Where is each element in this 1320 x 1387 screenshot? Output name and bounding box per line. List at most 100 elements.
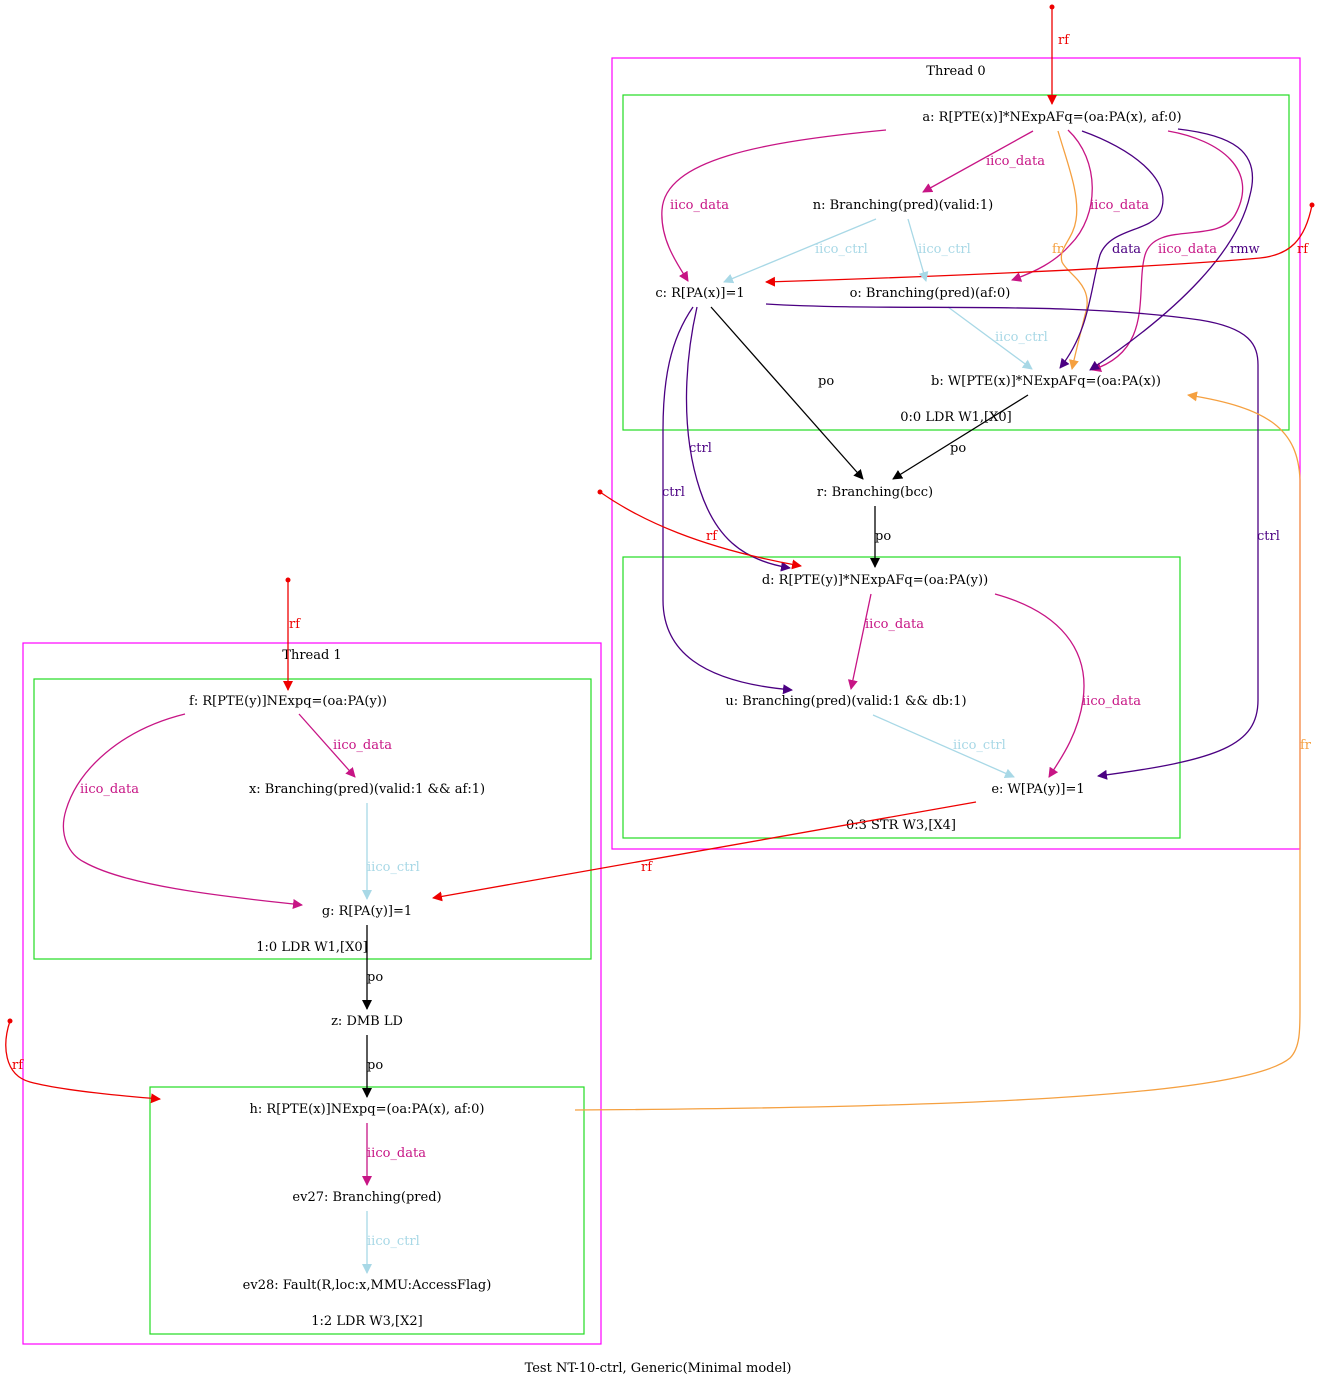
thread-0-label: Thread 0	[926, 64, 985, 79]
instr-0-3-border	[622, 556, 1181, 839]
edge-label: po	[367, 1058, 383, 1073]
event-u: u: Branching(pred)(valid:1 && db:1)	[725, 694, 966, 709]
edge-path	[922, 130, 1034, 193]
edge-label: fr	[1300, 738, 1312, 753]
edge-label: rf	[1297, 242, 1309, 257]
edge-label: iico_ctrl	[953, 738, 1006, 753]
edge-label: iico_ctrl	[918, 242, 971, 257]
edge-path	[892, 394, 1029, 480]
edge-label: rf	[1058, 33, 1070, 48]
edge-path	[298, 713, 356, 778]
thread-1-label: Thread 1	[282, 648, 341, 663]
edge-label: iico_data	[986, 154, 1045, 169]
edge-a-b-iico: iico_data	[1091, 130, 1244, 373]
edge-label: iico_data	[1082, 694, 1141, 709]
edge-label: po	[367, 970, 383, 985]
edge-init-d: rf	[599, 491, 802, 570]
edge-c-r: po	[710, 306, 864, 480]
edge-z-h: po	[362, 1035, 383, 1098]
edge-label: iico_data	[670, 198, 729, 213]
event-r: r: Branching(bcc)	[817, 485, 933, 500]
edge-a-o: iico_data	[1011, 129, 1149, 282]
edge-path	[685, 306, 791, 572]
edge-label: fr	[1052, 242, 1064, 257]
edge-h-b-fr: fr	[574, 391, 1312, 1111]
edge-x-g: iico_ctrl	[362, 803, 420, 900]
edge-path	[710, 306, 864, 480]
edge-g-z: po	[362, 925, 383, 1010]
edge-r-d: po	[870, 506, 891, 568]
instr-0-3-label: 0:3 STR W3,[X4]	[846, 818, 956, 833]
edge-c-u: ctrl	[662, 306, 793, 695]
cluster-instr-0-0: 0:0 LDR W1,[X0]	[622, 94, 1290, 431]
edge-path	[599, 491, 802, 570]
event-a: a: R[PTE(x)]*NExpAFq=(oa:PA(x), af:0)	[922, 110, 1181, 125]
edge-path	[432, 801, 977, 902]
edge-label: iico_data	[333, 738, 392, 753]
edge-init-a: rf	[1047, 7, 1070, 105]
edge-a-c: iico_data	[661, 129, 887, 282]
edge-label: iico_ctrl	[815, 242, 868, 257]
edges: rf iico_data iico_data iico_data fr data…	[5, 7, 1313, 1274]
diagram-title: Test NT-10-ctrl, Generic(Minimal model)	[525, 1361, 792, 1376]
event-z: z: DMB LD	[331, 1014, 403, 1029]
nodes: a: R[PTE(x)]*NExpAFq=(oa:PA(x), af:0) n:…	[189, 110, 1182, 1293]
edge-path	[661, 129, 887, 282]
edge-label: rf	[706, 529, 718, 544]
edge-label: iico_data	[1090, 198, 1149, 213]
edge-label: iico_ctrl	[367, 1234, 420, 1249]
edge-label: iico_ctrl	[367, 860, 420, 875]
initial-write-points	[7, 4, 1315, 1024]
event-ev27: ev27: Branching(pred)	[292, 1190, 441, 1205]
thread-1-border	[22, 642, 602, 1345]
edge-path	[662, 306, 793, 695]
edge-label: rf	[289, 617, 301, 632]
edge-label: ctrl	[1257, 529, 1280, 544]
edge-c-d: ctrl	[685, 306, 791, 572]
event-ev28: ev28: Fault(R,loc:x,MMU:AccessFlag)	[243, 1278, 492, 1293]
edge-label: data	[1112, 242, 1141, 257]
instr-1-0-border	[33, 678, 592, 960]
edge-path	[1091, 130, 1244, 373]
edge-path	[765, 303, 1259, 780]
edge-path	[872, 714, 1015, 778]
edge-label: iico_data	[367, 1146, 426, 1161]
edge-a-b-rmw: rmw	[1089, 128, 1260, 371]
edge-label: po	[875, 529, 891, 544]
edge-label: iico_data	[1158, 242, 1217, 257]
edge-f-x: iico_data	[298, 713, 392, 778]
edge-a-b-data: data	[1059, 130, 1164, 369]
edge-n-c: iico_ctrl	[723, 218, 877, 284]
edge-b-r: po	[892, 394, 1029, 480]
event-h: h: R[PTE(x)]NExpq=(oa:PA(x), af:0)	[250, 1102, 485, 1117]
edge-a-n: iico_data	[922, 130, 1045, 193]
instr-0-0-label: 0:0 LDR W1,[X0]	[900, 410, 1011, 425]
edge-n-o: iico_ctrl	[907, 218, 971, 282]
edge-init-f: rf	[283, 580, 301, 691]
edge-label: iico_data	[865, 617, 924, 632]
edge-path	[723, 218, 877, 284]
edge-c-e: ctrl	[765, 303, 1280, 780]
edge-path	[994, 593, 1085, 778]
edge-label: rf	[12, 1058, 24, 1073]
edge-label: iico_ctrl	[995, 330, 1048, 345]
edge-path	[907, 218, 929, 282]
edge-init-c: rf	[765, 204, 1313, 287]
edge-d-u: iico_data	[847, 593, 924, 690]
cluster-instr-0-3: 0:3 STR W3,[X4]	[622, 556, 1181, 839]
event-e: e: W[PA(y)]=1	[991, 782, 1084, 797]
edge-path	[62, 713, 303, 909]
edge-e-g: rf	[432, 801, 977, 902]
edge-init-h: rf	[5, 1020, 161, 1104]
instr-1-2-label: 1:2 LDR W3,[X2]	[311, 1314, 422, 1329]
event-f: f: R[PTE(y)]NExpq=(oa:PA(y))	[189, 694, 387, 709]
edge-path	[1089, 128, 1254, 371]
edge-f-g: iico_data	[62, 713, 303, 909]
edge-path	[574, 391, 1301, 1111]
edge-label: rf	[641, 860, 653, 875]
event-b: b: W[PTE(x)]*NExpAFq=(oa:PA(x))	[931, 374, 1161, 389]
edge-path	[1011, 129, 1093, 282]
edge-path	[765, 204, 1313, 287]
event-x: x: Branching(pred)(valid:1 && af:1)	[249, 782, 485, 797]
edge-label: ctrl	[662, 485, 685, 500]
